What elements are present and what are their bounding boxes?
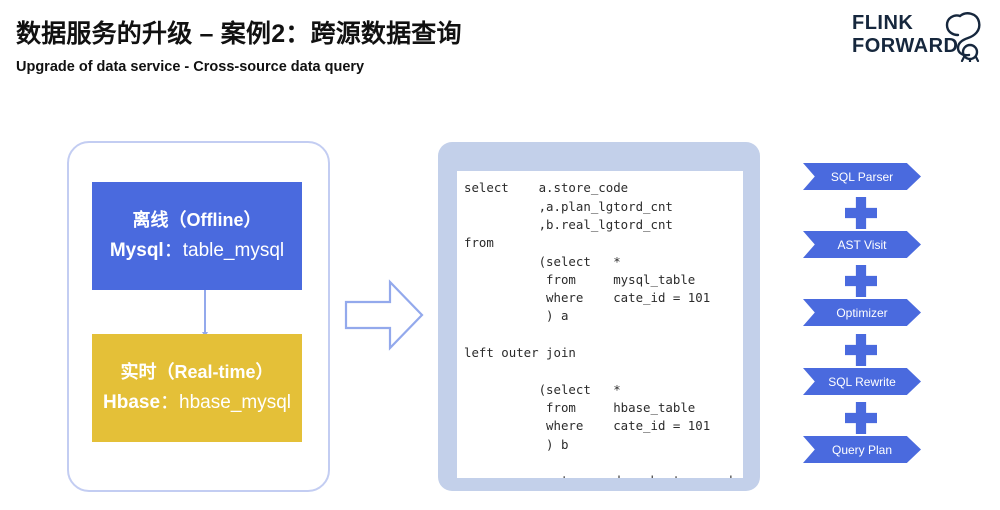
offline-detail: Mysql：table_mysql	[110, 235, 284, 267]
pipeline-step-label: AST Visit	[837, 237, 887, 252]
brand-wordmark: FLINK FORWARD	[852, 12, 958, 58]
pipeline-step-label: Optimizer	[836, 305, 888, 320]
realtime-db-label: Hbase	[103, 392, 161, 413]
offline-title: 离线（Offline）	[132, 210, 262, 230]
plus-icon	[845, 265, 877, 297]
brand-line-2: FORWARD	[852, 35, 959, 57]
plus-icon	[845, 334, 877, 366]
realtime-detail: Hbase：hbase_mysql	[103, 387, 291, 419]
source-connector-line	[201, 290, 208, 337]
squirrel-icon	[945, 12, 981, 62]
right-block-arrow-icon	[344, 279, 424, 351]
offline-source-box[interactable]: 离线（Offline） Mysql：table_mysql	[92, 182, 302, 290]
realtime-separator: ：	[160, 392, 180, 413]
pipeline-step-label: SQL Rewrite	[828, 374, 896, 389]
offline-separator: ：	[163, 240, 183, 261]
pipeline-step-label: SQL Parser	[830, 169, 894, 184]
pipeline-step-optimizer[interactable]: Optimizer	[803, 299, 921, 326]
pipeline-step-sql-rewrite[interactable]: SQL Rewrite	[803, 368, 921, 395]
offline-db-label: Mysql	[109, 240, 164, 261]
pipeline-step-sql-parser[interactable]: SQL Parser	[803, 163, 921, 190]
sql-code-block[interactable]: select a.store_code ,a.plan_lgtord_cnt ,…	[457, 171, 743, 479]
realtime-title: 实时（Real-time）	[120, 362, 274, 382]
plus-icon	[845, 197, 877, 229]
page-subtitle: Upgrade of data service - Cross-source d…	[16, 59, 365, 75]
page-title: 数据服务的升级 – 案例2：跨源数据查询	[16, 20, 462, 48]
brand-line-1: FLINK	[852, 12, 914, 34]
pipeline-step-label: Query Plan	[831, 442, 893, 457]
pipeline-step-query-plan[interactable]: Query Plan	[803, 436, 921, 463]
flink-forward-logo: FLINK FORWARD	[852, 10, 982, 64]
realtime-source-box[interactable]: 实时（Real-time） Hbase：hbase_mysql	[92, 334, 302, 442]
offline-table-name: table_mysql	[182, 240, 285, 261]
plus-icon	[845, 402, 877, 434]
realtime-table-name: hbase_mysql	[179, 392, 291, 413]
pipeline-step-ast-visit[interactable]: AST Visit	[803, 231, 921, 258]
